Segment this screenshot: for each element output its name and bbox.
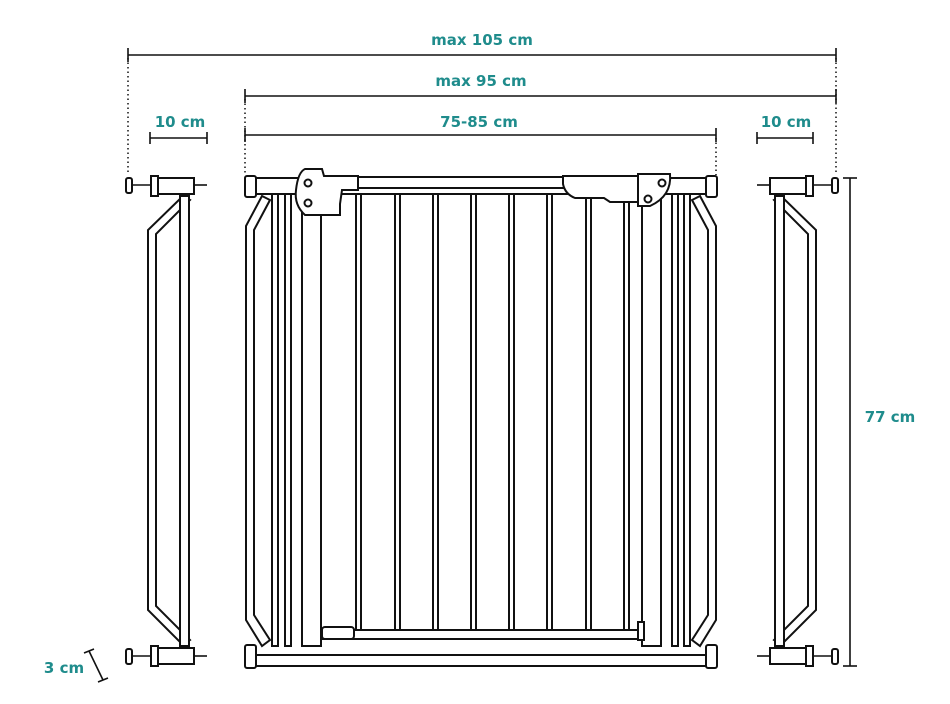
- label-gate-range: 75-85 cm: [440, 113, 518, 131]
- extension-piece-right: [756, 175, 839, 667]
- extension-piece-left: [125, 175, 207, 667]
- dim-extension-right: 10 cm: [756, 113, 814, 144]
- door-top-rail: [357, 176, 565, 189]
- dim-max-gate: max 95 cm: [244, 72, 837, 103]
- dim-extension-depth: 3 cm: [44, 648, 109, 683]
- door-handle: [562, 175, 641, 203]
- label-extension-left: 10 cm: [155, 113, 206, 131]
- gate-bars: [355, 191, 630, 633]
- label-max-total: max 105 cm: [431, 31, 533, 49]
- label-height: 77 cm: [865, 408, 916, 426]
- dim-gate-range: 75-85 cm: [244, 113, 717, 142]
- dim-max-total: max 105 cm: [127, 31, 837, 62]
- door-frame-left: [301, 193, 322, 647]
- door-bottom-rail: [321, 629, 641, 640]
- label-max-gate: max 95 cm: [435, 72, 526, 90]
- label-extension-depth: 3 cm: [44, 659, 84, 677]
- door-frame-right: [641, 193, 662, 647]
- label-extension-right: 10 cm: [761, 113, 812, 131]
- dim-height: 77 cm: [843, 177, 916, 667]
- latch-right: [637, 173, 672, 207]
- dim-extension-left: 10 cm: [149, 113, 208, 144]
- gate-main: [244, 168, 718, 669]
- guide-lines: [127, 58, 837, 175]
